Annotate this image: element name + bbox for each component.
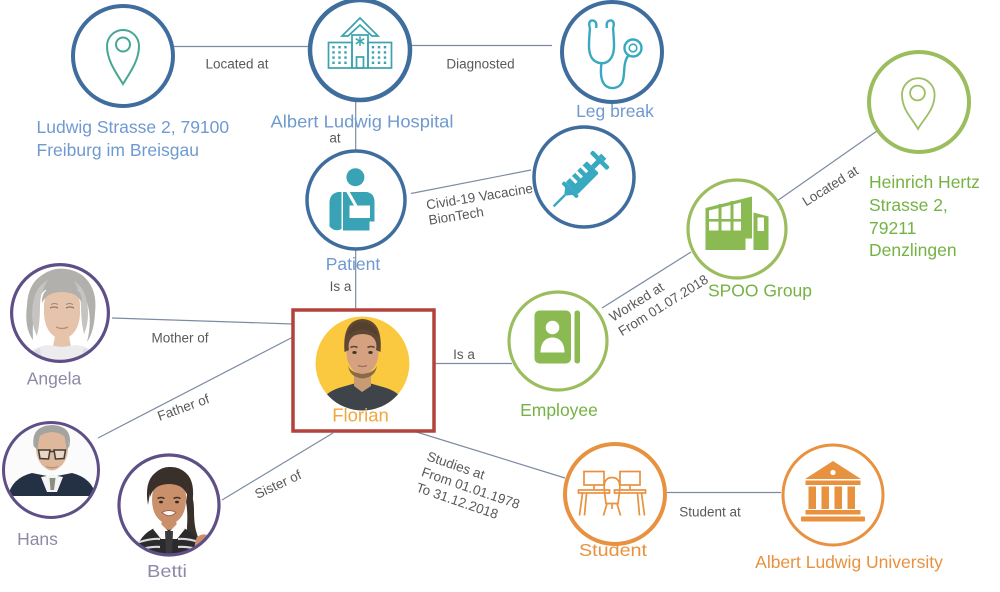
- svg-text:Mother of: Mother of: [151, 331, 208, 346]
- svg-text:Student at: Student at: [679, 505, 741, 520]
- svg-text:Strasse 2,: Strasse 2,: [869, 195, 948, 215]
- svg-text:Student: Student: [579, 540, 647, 560]
- svg-text:Is a: Is a: [453, 347, 475, 362]
- svg-text:Leg break: Leg break: [576, 101, 654, 121]
- svg-text:Betti: Betti: [147, 561, 187, 581]
- svg-text:Patient: Patient: [326, 254, 381, 274]
- svg-text:Ludwig Strasse 2, 79100: Ludwig Strasse 2, 79100: [37, 117, 230, 137]
- svg-text:Hans: Hans: [17, 529, 58, 549]
- svg-text:Freiburg im Breisgau: Freiburg im Breisgau: [37, 140, 199, 160]
- svg-text:Albert Ludwig University: Albert Ludwig University: [755, 552, 943, 572]
- svg-text:Florian: Florian: [332, 405, 389, 426]
- svg-text:79211: 79211: [869, 218, 916, 238]
- svg-text:SPOO Group: SPOO Group: [708, 281, 812, 301]
- svg-text:Located at: Located at: [205, 57, 268, 72]
- svg-text:at: at: [329, 131, 341, 146]
- svg-text:Denzlingen: Denzlingen: [869, 240, 957, 260]
- svg-text:Employee: Employee: [520, 400, 598, 420]
- svg-text:Albert Ludwig Hospital: Albert Ludwig Hospital: [271, 112, 454, 132]
- svg-text:Is a: Is a: [330, 279, 352, 294]
- svg-text:Diagnosted: Diagnosted: [446, 57, 514, 72]
- svg-text:Heinrich Hertz: Heinrich Hertz: [869, 172, 980, 192]
- svg-text:Angela: Angela: [27, 369, 82, 389]
